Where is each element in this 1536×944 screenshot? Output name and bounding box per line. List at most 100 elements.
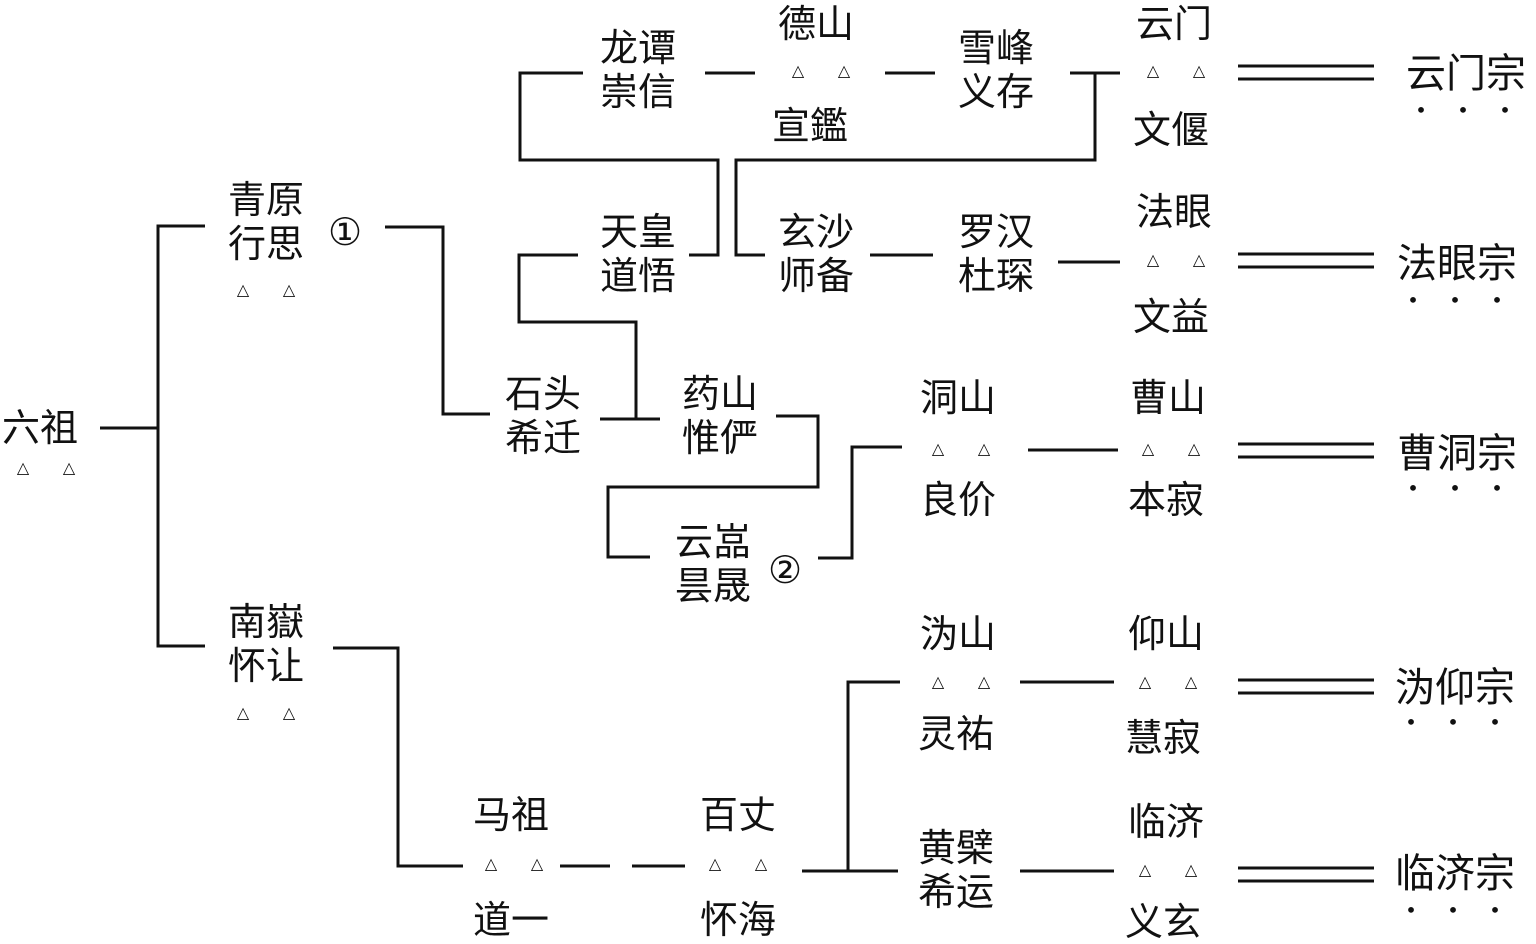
school-linji-dots: ••• xyxy=(1390,900,1516,920)
triangle-mark: △ xyxy=(1138,672,1152,691)
node-mazu-bottom: 道一 xyxy=(473,898,550,942)
triangle-mark: △ xyxy=(837,61,851,80)
triangle-mark: △ xyxy=(708,854,722,873)
triangle-mark: △ xyxy=(530,854,544,873)
link-yunyan-dongshan xyxy=(818,445,902,560)
link-nanyue-mazu xyxy=(333,646,463,868)
triangle-mark: △ xyxy=(282,280,296,299)
node-guishan-bottom: 灵祐 xyxy=(918,712,995,756)
node-yunmen-top: 云门 xyxy=(1136,2,1213,46)
triangle-mark: △ xyxy=(1184,672,1198,691)
node-line1: 天皇 xyxy=(600,210,677,254)
node-qingyuan: 青原 行思 xyxy=(228,178,304,266)
node-yangshan-top: 仰山 xyxy=(1128,612,1205,656)
link-baizhang-fork xyxy=(846,680,900,873)
node-fayan-top: 法眼 xyxy=(1136,190,1213,234)
school-fayan: 法眼宗 xyxy=(1397,241,1517,287)
node-line2: 师备 xyxy=(778,254,855,298)
triangle-mark: △ xyxy=(754,854,768,873)
triangle-mark: △ xyxy=(977,672,991,691)
dot-mark: • xyxy=(1407,476,1419,500)
node-line1: 南嶽 xyxy=(228,600,305,644)
node-xuansha: 玄沙 师备 xyxy=(778,210,854,298)
node-line1: 药山 xyxy=(682,372,759,416)
node-line1: 龙谭 xyxy=(600,26,677,70)
node-baizhang-top: 百丈 xyxy=(700,793,777,837)
triangle-mark: △ xyxy=(484,854,498,873)
triangle-mark: △ xyxy=(282,703,296,722)
triangle-mark: △ xyxy=(1138,860,1152,879)
node-luohan: 罗汉 杜琛 xyxy=(958,210,1034,298)
dot-mark: • xyxy=(1447,898,1459,922)
node-linji-top: 临济 xyxy=(1128,800,1205,844)
node-xuefeng: 雪峰 义存 xyxy=(958,26,1034,114)
node-baizhang-bottom: 怀海 xyxy=(700,898,777,942)
root-emphasis-marks: △△ xyxy=(0,460,92,476)
caoshan-marks: △△ xyxy=(1125,441,1217,457)
yunmen-marks: △△ xyxy=(1130,63,1222,79)
node-shitou: 石头 希迁 xyxy=(505,372,581,460)
dot-mark: • xyxy=(1447,710,1459,734)
school-linji: 临济宗 xyxy=(1395,851,1515,897)
school-caodong-dots: ••• xyxy=(1392,478,1518,498)
node-longtan: 龙谭 崇信 xyxy=(600,26,676,114)
link-xuefeng-xuansha xyxy=(734,73,1097,257)
dot-mark: • xyxy=(1489,710,1501,734)
link-qingyuan-shitou xyxy=(385,225,490,416)
deshan-marks: △△ xyxy=(775,63,867,79)
link-shitou-tianhuang xyxy=(517,253,638,419)
node-huangbo: 黄檗 希运 xyxy=(918,826,994,914)
qingyuan-marks: △△ xyxy=(220,282,312,298)
node-line2: 昙晟 xyxy=(675,564,752,608)
node-line2: 希运 xyxy=(918,870,995,914)
node-guishan-top: 沩山 xyxy=(920,612,997,656)
node-yunyan: 云嵓 昙晟 xyxy=(675,520,751,608)
triangle-mark: △ xyxy=(1146,61,1160,80)
node-line1: 罗汉 xyxy=(958,210,1035,254)
dot-mark: • xyxy=(1489,898,1501,922)
node-caoshan-top: 曹山 xyxy=(1130,376,1207,420)
triangle-mark: △ xyxy=(16,458,30,477)
node-line1: 青原 xyxy=(228,178,305,222)
node-yangshan-bottom: 慧寂 xyxy=(1125,716,1202,760)
school-yunmen: 云门宗 xyxy=(1406,51,1526,97)
school-caodong: 曹洞宗 xyxy=(1397,431,1517,477)
yangshan-marks: △△ xyxy=(1122,674,1214,690)
triangle-mark: △ xyxy=(236,703,250,722)
dot-mark: • xyxy=(1491,476,1503,500)
node-line2: 希迁 xyxy=(505,416,582,460)
triangle-mark: △ xyxy=(1141,439,1155,458)
node-nanyue: 南嶽 怀让 xyxy=(228,600,304,688)
link-yaoshan-yunyan xyxy=(606,414,820,559)
node-mazu-top: 马祖 xyxy=(473,793,550,837)
mazu-marks: △△ xyxy=(468,856,560,872)
node-line1: 雪峰 xyxy=(958,26,1035,70)
node-line1: 云嵓 xyxy=(675,520,752,564)
node-deshan-bottom: 宣鑑 xyxy=(772,104,849,148)
school-guiyang: 沩仰宗 xyxy=(1395,665,1515,711)
school-fayan-dots: ••• xyxy=(1392,290,1518,310)
triangle-mark: △ xyxy=(1184,860,1198,879)
node-line2: 惟俨 xyxy=(682,416,759,460)
guishan-marks: △△ xyxy=(915,674,1007,690)
triangle-mark: △ xyxy=(1146,250,1160,269)
node-dongshan-bottom: 良价 xyxy=(920,478,997,522)
node-tianhuang: 天皇 道悟 xyxy=(600,210,676,298)
annotation-one: ① xyxy=(328,210,363,254)
node-line2: 义存 xyxy=(958,70,1035,114)
node-dongshan-top: 洞山 xyxy=(920,376,997,420)
triangle-mark: △ xyxy=(236,280,250,299)
triangle-mark: △ xyxy=(1192,61,1206,80)
school-yunmen-dots: ••• xyxy=(1400,100,1526,120)
node-deshan-top: 德山 xyxy=(778,2,855,46)
node-yunmen-bottom: 文偃 xyxy=(1133,108,1210,152)
annotation-two: ② xyxy=(768,548,803,592)
link-tianhuang-longtan xyxy=(518,71,720,257)
triangle-mark: △ xyxy=(931,439,945,458)
node-line2: 崇信 xyxy=(600,70,677,114)
node-line2: 杜琛 xyxy=(958,254,1035,298)
dot-mark: • xyxy=(1405,710,1417,734)
dot-mark: • xyxy=(1457,98,1469,122)
triangle-mark: △ xyxy=(931,672,945,691)
